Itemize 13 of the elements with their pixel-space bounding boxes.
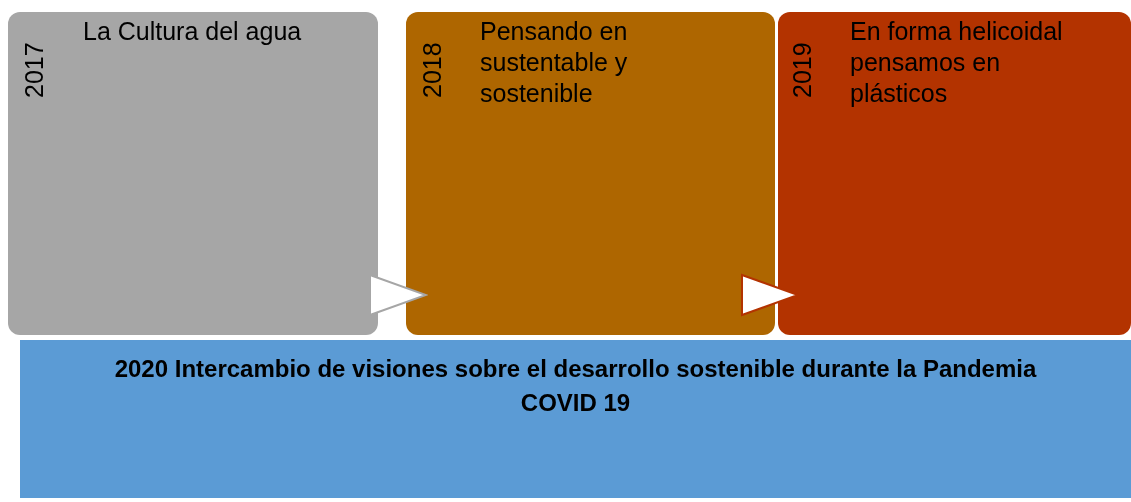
year-label: 2019 [790, 42, 815, 98]
arrow [741, 274, 799, 316]
card-title: En forma helicoidal pensamos en plásticos [850, 16, 1064, 109]
banner-title: 2020 Intercambio de visiones sobre el desarrollo sostenible durante la Pandemia COVID 19 [113, 354, 1038, 418]
banner-box [20, 340, 1131, 498]
arrow [369, 274, 427, 316]
card-title: Pensando en sustentable y sostenible [480, 16, 629, 109]
timeline-card [8, 12, 378, 335]
timeline-card [778, 12, 1131, 335]
timeline-card [406, 12, 775, 335]
card-title: La Cultura del agua [83, 16, 303, 47]
year-label: 2018 [420, 42, 445, 98]
year-label: 2017 [22, 42, 47, 98]
